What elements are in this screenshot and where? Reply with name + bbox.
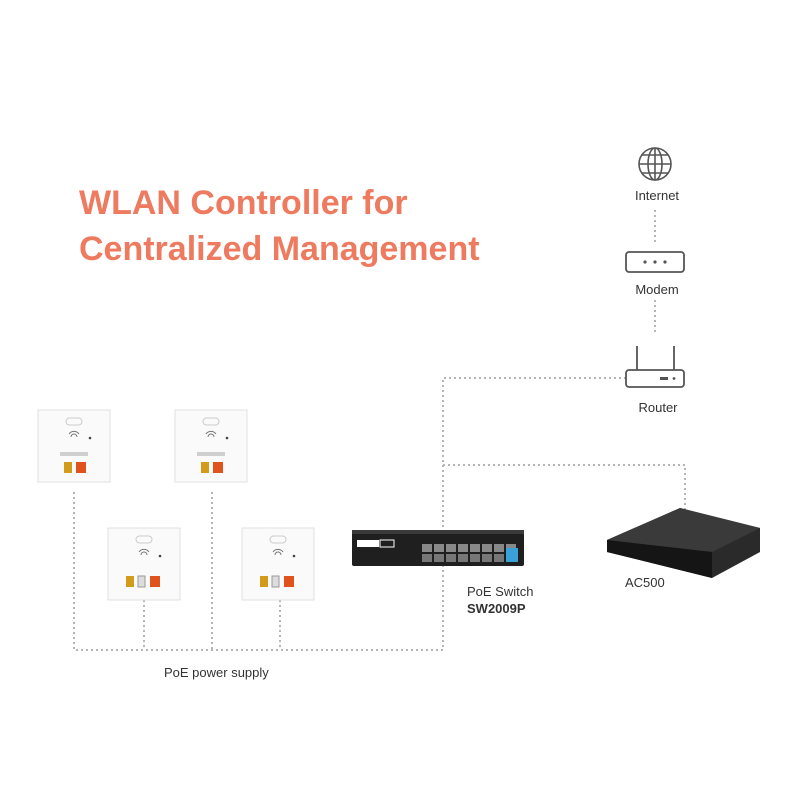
page-title: WLAN Controller for Centralized Manageme… <box>79 184 480 268</box>
wall-access-point <box>37 409 111 483</box>
ac500-label: AC500 <box>625 575 665 590</box>
ac500-controller <box>607 508 760 578</box>
modem-icon <box>625 251 685 273</box>
wall-access-point <box>174 409 248 483</box>
poe-switch-model-label: SW2009P <box>467 601 526 616</box>
uplink-wires <box>73 210 686 651</box>
wall-access-point <box>241 527 315 601</box>
poe-switch <box>352 530 524 566</box>
internet-label: Internet <box>634 188 680 203</box>
modem-label: Modem <box>635 282 679 297</box>
router-label: Router <box>638 400 678 415</box>
poe-switch-label: PoE Switch <box>467 584 534 599</box>
router-icon <box>625 346 685 388</box>
wall-access-point <box>107 527 181 601</box>
globe-icon <box>638 147 672 181</box>
poe-power-supply-label: PoE power supply <box>164 665 269 680</box>
